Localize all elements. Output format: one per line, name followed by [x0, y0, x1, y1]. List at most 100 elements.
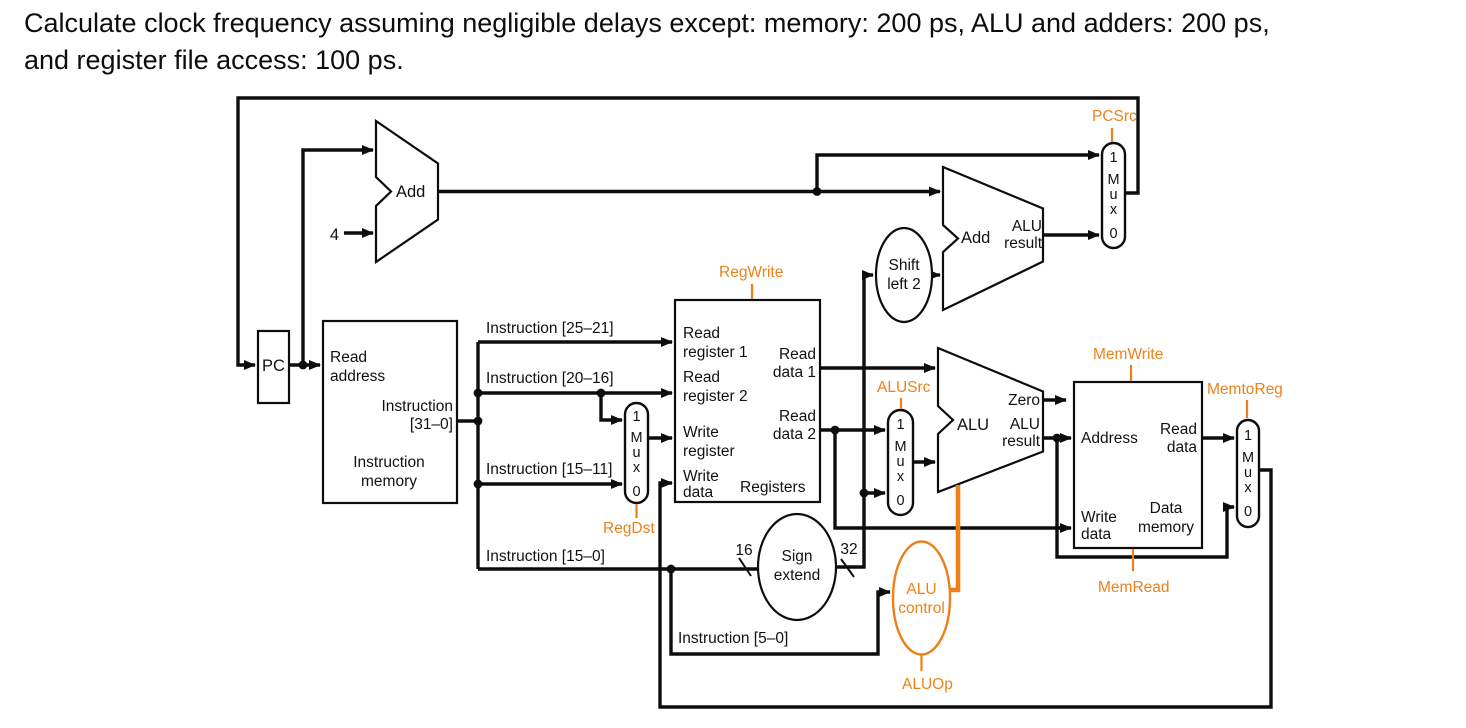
read-register1-port: Read	[683, 325, 720, 342]
sign-extend-label-2: extend	[774, 567, 821, 584]
junction-alu-result	[1052, 433, 1062, 443]
wire-alu-result-to-memtoreg-mux	[1055, 438, 1235, 559]
shift-left-2: Shift left 2	[874, 226, 934, 324]
pc-register: PC	[256, 329, 291, 405]
branch-adder-label: Add	[961, 229, 990, 247]
label-instr-25-21: Instruction [25–21]	[486, 320, 614, 337]
read-data2-port-2: data 2	[773, 426, 816, 443]
pc-adder-label: Add	[396, 183, 425, 201]
registers-box	[673, 298, 822, 504]
junction-signext-out	[859, 488, 869, 498]
instruction-memory: Read address Instruction [31–0] Instruct…	[321, 319, 459, 505]
question-line-1: Calculate clock frequency assuming negli…	[24, 8, 1270, 38]
alu-control-shape	[891, 540, 952, 656]
bus-width-slash-32	[840, 558, 855, 578]
datapath-wires	[236, 96, 1273, 709]
alu-control-label: ALU	[906, 581, 936, 598]
label-instr-20-16: Instruction [20–16]	[486, 370, 614, 387]
junction-read-data2	[830, 425, 840, 435]
alusrc-mux-shape	[886, 408, 915, 517]
pcsrc-mux-u: u	[1109, 187, 1117, 203]
branch-adder-shape	[941, 165, 1045, 312]
memtoreg-mux-x: x	[1244, 480, 1252, 496]
write-register-port-2: register	[683, 443, 735, 460]
data-memory-box	[1072, 380, 1204, 550]
alu-shape	[936, 346, 1045, 494]
aluop-label: ALUOp	[902, 676, 953, 693]
junction-15-0-5-0	[666, 564, 676, 574]
label-instr-15-11: Instruction [15–11]	[486, 461, 612, 478]
registers-name: Registers	[740, 479, 806, 496]
alusrc-mux: 1 M u x 0	[886, 408, 915, 517]
pc-adder-increment: 4	[330, 226, 339, 244]
wire-pcsrc-mux-to-pc	[236, 96, 1140, 370]
main-alu: ALU Zero ALU result	[936, 346, 1045, 494]
read-address-port: Read	[330, 349, 367, 366]
junction-bus-15-11	[473, 479, 483, 489]
memtoreg-label: MemtoReg	[1207, 381, 1283, 398]
junction-bus-31-0	[473, 416, 483, 426]
alusrc-mux-0: 0	[896, 493, 904, 509]
branch-adder-result: ALU	[1012, 218, 1042, 235]
question-text: Calculate clock frequency assuming negli…	[24, 5, 1454, 79]
pcsrc-mux-0: 0	[1109, 226, 1117, 242]
pc-adder-shape	[374, 118, 440, 265]
memwrite-label: MemWrite	[1093, 346, 1163, 363]
alu-control-label-2: control	[898, 600, 945, 617]
sign-extend-shape	[756, 512, 838, 622]
bus-width-slash-16	[738, 557, 752, 577]
wire-memtoreg-mux-to-write-data	[658, 468, 1273, 709]
alu-result-label: ALU	[1010, 416, 1040, 433]
regdst-mux-0: 0	[632, 484, 640, 500]
data-memory-name-2: memory	[1138, 519, 1194, 536]
alusrc-mux-u: u	[896, 454, 904, 470]
branch-adder: Add ALU result	[941, 165, 1045, 312]
shift-left-2-label-2: left 2	[887, 276, 921, 293]
memtoreg-mux: 1 M u x 0	[1235, 418, 1261, 529]
alusrc-label: ALUSrc	[877, 379, 931, 396]
memread-label: MemRead	[1098, 579, 1170, 596]
pcsrc-mux: 1 M u x 0	[1100, 141, 1127, 250]
memtoreg-mux-u: u	[1244, 465, 1252, 481]
junction-pc-out	[298, 360, 308, 370]
wire-pc-to-adder	[301, 145, 374, 365]
read-register2-port: Read	[683, 369, 720, 386]
instruction-field-labels: Instruction [25–21] Instruction [20–16] …	[486, 320, 788, 647]
write-data-port: Write	[683, 468, 719, 485]
alusrc-mux-m: M	[894, 439, 906, 455]
pcsrc-mux-shape	[1100, 141, 1127, 250]
pcsrc-mux-1: 1	[1109, 150, 1117, 166]
read-data-port: Read	[1160, 421, 1197, 438]
pcsrc-mux-m: M	[1107, 172, 1119, 188]
regwrite-label: RegWrite	[719, 264, 783, 281]
wire-signext-to-shift-and-mux	[836, 270, 874, 569]
write-data-port-dm: Write	[1081, 509, 1117, 526]
junction-pc4	[812, 187, 822, 196]
regdst-mux: 1 M u x 0	[623, 401, 650, 505]
read-data-port-2: data	[1167, 439, 1198, 456]
read-data1-port-2: data 1	[773, 364, 816, 381]
regdst-mux-shape	[623, 401, 650, 505]
bus-width-16: 16	[735, 542, 752, 559]
write-data-port-2: data	[683, 484, 714, 501]
regdst-label: RegDst	[603, 520, 655, 537]
memtoreg-mux-m: M	[1242, 450, 1254, 466]
address-port: Address	[1081, 430, 1138, 447]
instruction-memory-name-2: memory	[361, 473, 417, 490]
memtoreg-mux-shape	[1235, 418, 1261, 529]
regdst-mux-m: M	[630, 430, 642, 446]
data-memory: Address Read data Write data Data memory	[1072, 380, 1204, 550]
read-data1-port: Read	[779, 346, 816, 363]
read-register2-port-2: register 2	[683, 388, 748, 405]
data-memory-name: Data	[1150, 500, 1183, 517]
bus-width-32: 32	[840, 541, 857, 558]
write-data-port-dm-2: data	[1081, 526, 1112, 543]
pcsrc-mux-x: x	[1110, 202, 1118, 218]
wire-instr-5-0	[669, 569, 891, 656]
instruction-memory-name: Instruction	[353, 454, 425, 471]
pcsrc-label: PCSrc	[1092, 108, 1137, 125]
read-register1-port-2: register 1	[683, 344, 748, 361]
shift-left-2-label: Shift	[888, 257, 920, 274]
